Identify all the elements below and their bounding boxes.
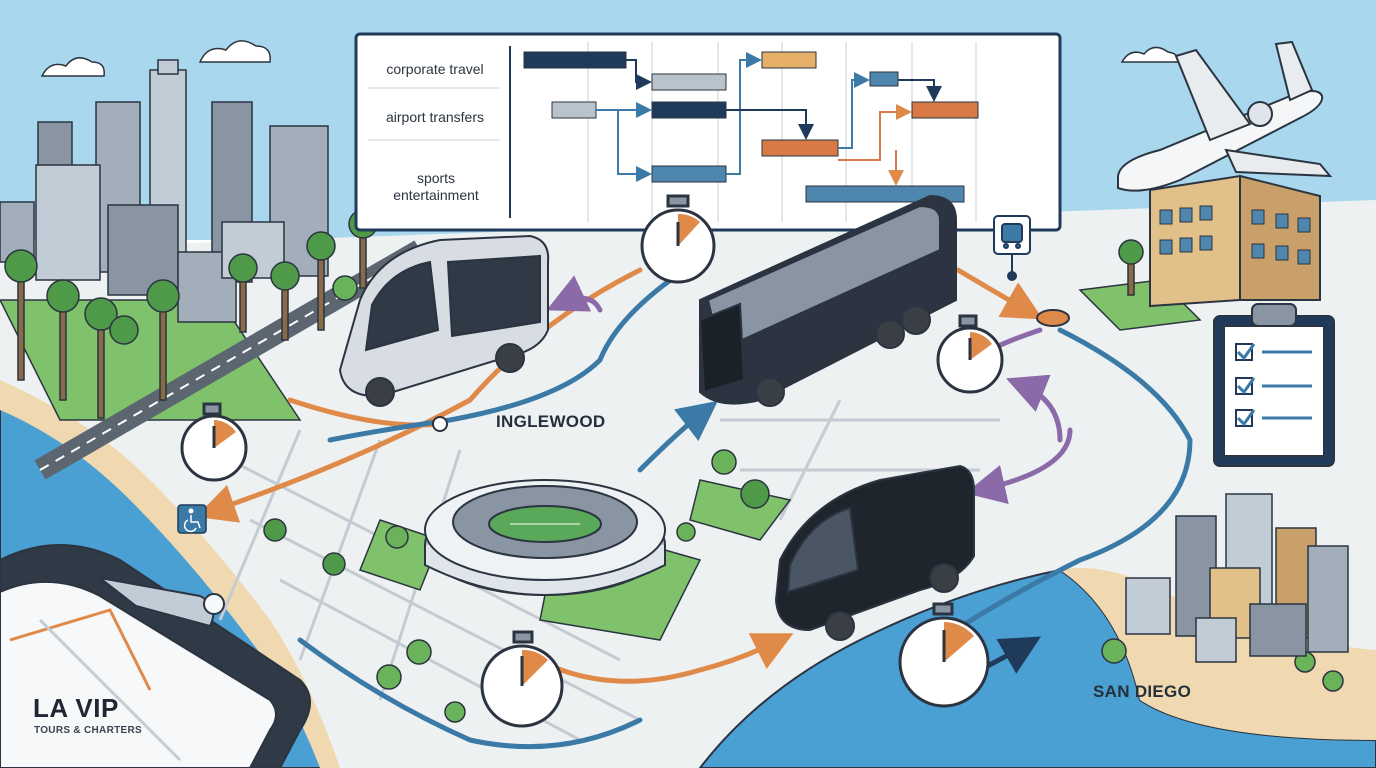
schedule-board: [354, 32, 1062, 232]
route-purple-return: [965, 427, 1073, 505]
route-blue-center: [637, 400, 718, 473]
stopwatch-icon: [640, 194, 716, 284]
airplane-icon: [1117, 40, 1333, 192]
hotel-building: [1149, 174, 1321, 308]
clouds: [40, 40, 1180, 77]
wheelchair-accessible-icon: [177, 504, 207, 534]
route-blue-main: [327, 257, 703, 443]
route-purple-loop: [1006, 374, 1063, 443]
shuttle-van: [338, 234, 550, 407]
gantt-label-airport-transfers: airport transfers: [385, 109, 485, 125]
map-clipboard: [0, 544, 311, 768]
route-orange-east: [955, 267, 1044, 320]
san-diego-skyline: [1125, 493, 1349, 663]
route-blue-coast: [937, 327, 1193, 643]
coach-bus: [698, 194, 957, 407]
bus-stop-icon: [993, 215, 1031, 281]
palm-trees: [4, 209, 1144, 576]
stopwatch-icon: [936, 314, 1004, 394]
stopwatch-icon: [480, 630, 564, 728]
route-orange-south: [517, 633, 794, 684]
stopwatches: [180, 194, 1004, 728]
round-trees: [332, 275, 1344, 723]
route-blue-low: [297, 637, 643, 750]
map-label-inglewood: INGLEWOOD: [496, 412, 606, 431]
brand-subtitle: TOURS & CHARTERS: [34, 725, 142, 736]
route-purple-north: [546, 275, 603, 313]
stopwatch-icon: [180, 402, 248, 482]
beach-west: [0, 380, 340, 768]
stadium: [424, 479, 666, 596]
gantt-label-sports-entertainment: sports entertainment: [393, 170, 479, 203]
route-node-east: [1036, 309, 1070, 327]
checklist-icon: [1213, 303, 1335, 467]
sprinter-van: [774, 464, 975, 641]
route-node-inglewood: [432, 416, 448, 432]
stopwatch-icon: [898, 602, 990, 708]
map-label-san-diego: SAN DIEGO: [1093, 682, 1192, 701]
gantt-links: [596, 52, 942, 186]
gantt-label-corporate-travel: corporate travel: [386, 61, 484, 77]
brand-title: LA VIP: [33, 693, 119, 723]
